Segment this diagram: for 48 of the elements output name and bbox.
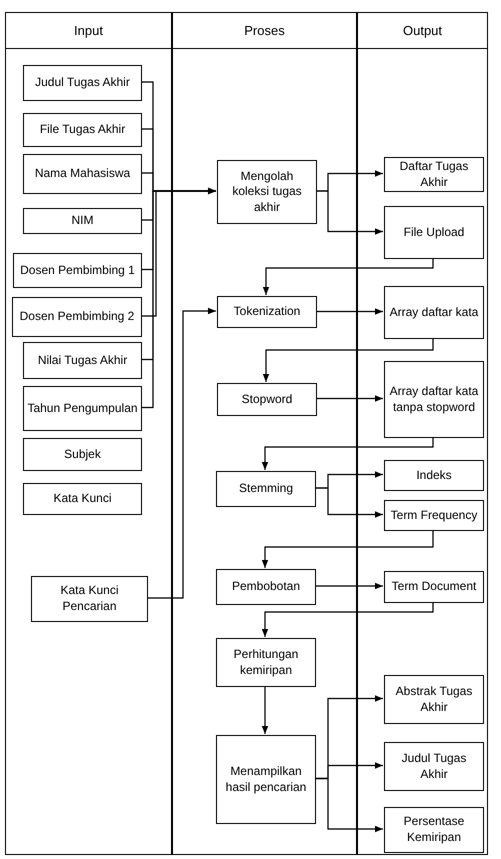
process-box: Tahun Pengumpulan [23, 386, 142, 431]
arrow [262, 437, 434, 470]
arrow [315, 487, 383, 518]
process-box: Term Document [384, 571, 484, 603]
swimlane [357, 12, 488, 855]
process-box: NIM [23, 208, 142, 234]
swimlane [172, 12, 357, 855]
process-box: Tokenization [217, 296, 317, 328]
process-box: Nama Mahasiswa [23, 154, 142, 194]
process-box: Perhitungan kemiripan [216, 638, 316, 687]
arrow [315, 582, 383, 590]
arrow [316, 308, 383, 315]
process-box: Dosen Pembimbing 2 [12, 297, 142, 337]
process-box: Pembobotan [216, 569, 316, 605]
arrow [262, 686, 268, 734]
lane-title: Proses [173, 13, 356, 49]
arrow [262, 338, 434, 382]
process-box: Stopword [217, 383, 317, 416]
process-box: File Tugas Akhir [23, 113, 142, 147]
arrow [147, 308, 216, 599]
process-box: Judul Tugas Akhir [23, 65, 142, 101]
process-box: Term Frequency [384, 500, 484, 531]
arrow [262, 530, 434, 568]
process-box: Persentase Kemiripan [384, 807, 484, 853]
process-box: Kata Kunci [23, 483, 142, 515]
arrow [316, 395, 383, 402]
process-box: Stemming [216, 471, 316, 507]
lane-title: Input [6, 13, 171, 49]
process-box: Subjek [23, 438, 142, 471]
process-box: Judul Tugas Akhir [384, 742, 484, 791]
process-box: Nilai Tugas Akhir [23, 342, 142, 379]
arrow [262, 602, 434, 637]
process-box: Array daftar kata [384, 286, 484, 339]
arrow [316, 190, 383, 235]
process-box: Daftar Tugas Akhir [384, 157, 484, 192]
process-box: File Upload [384, 206, 484, 259]
process-box: Abstrak Tugas Akhir [384, 675, 484, 724]
process-box: Indeks [384, 460, 484, 491]
process-box: Kata Kunci Pencarian [31, 576, 148, 622]
process-box: Mengolah koleksi tugas akhir [217, 160, 317, 224]
process-box: Dosen Pembimbing 1 [13, 253, 142, 288]
arrow [141, 188, 216, 408]
lane-title: Output [358, 13, 487, 49]
swimlane [5, 12, 172, 855]
process-box: Menampilkan hasil pencarian [216, 735, 316, 824]
arrow [262, 258, 434, 295]
process-box: Array daftar kata tanpa stopword [384, 361, 484, 438]
arrow [315, 778, 383, 832]
